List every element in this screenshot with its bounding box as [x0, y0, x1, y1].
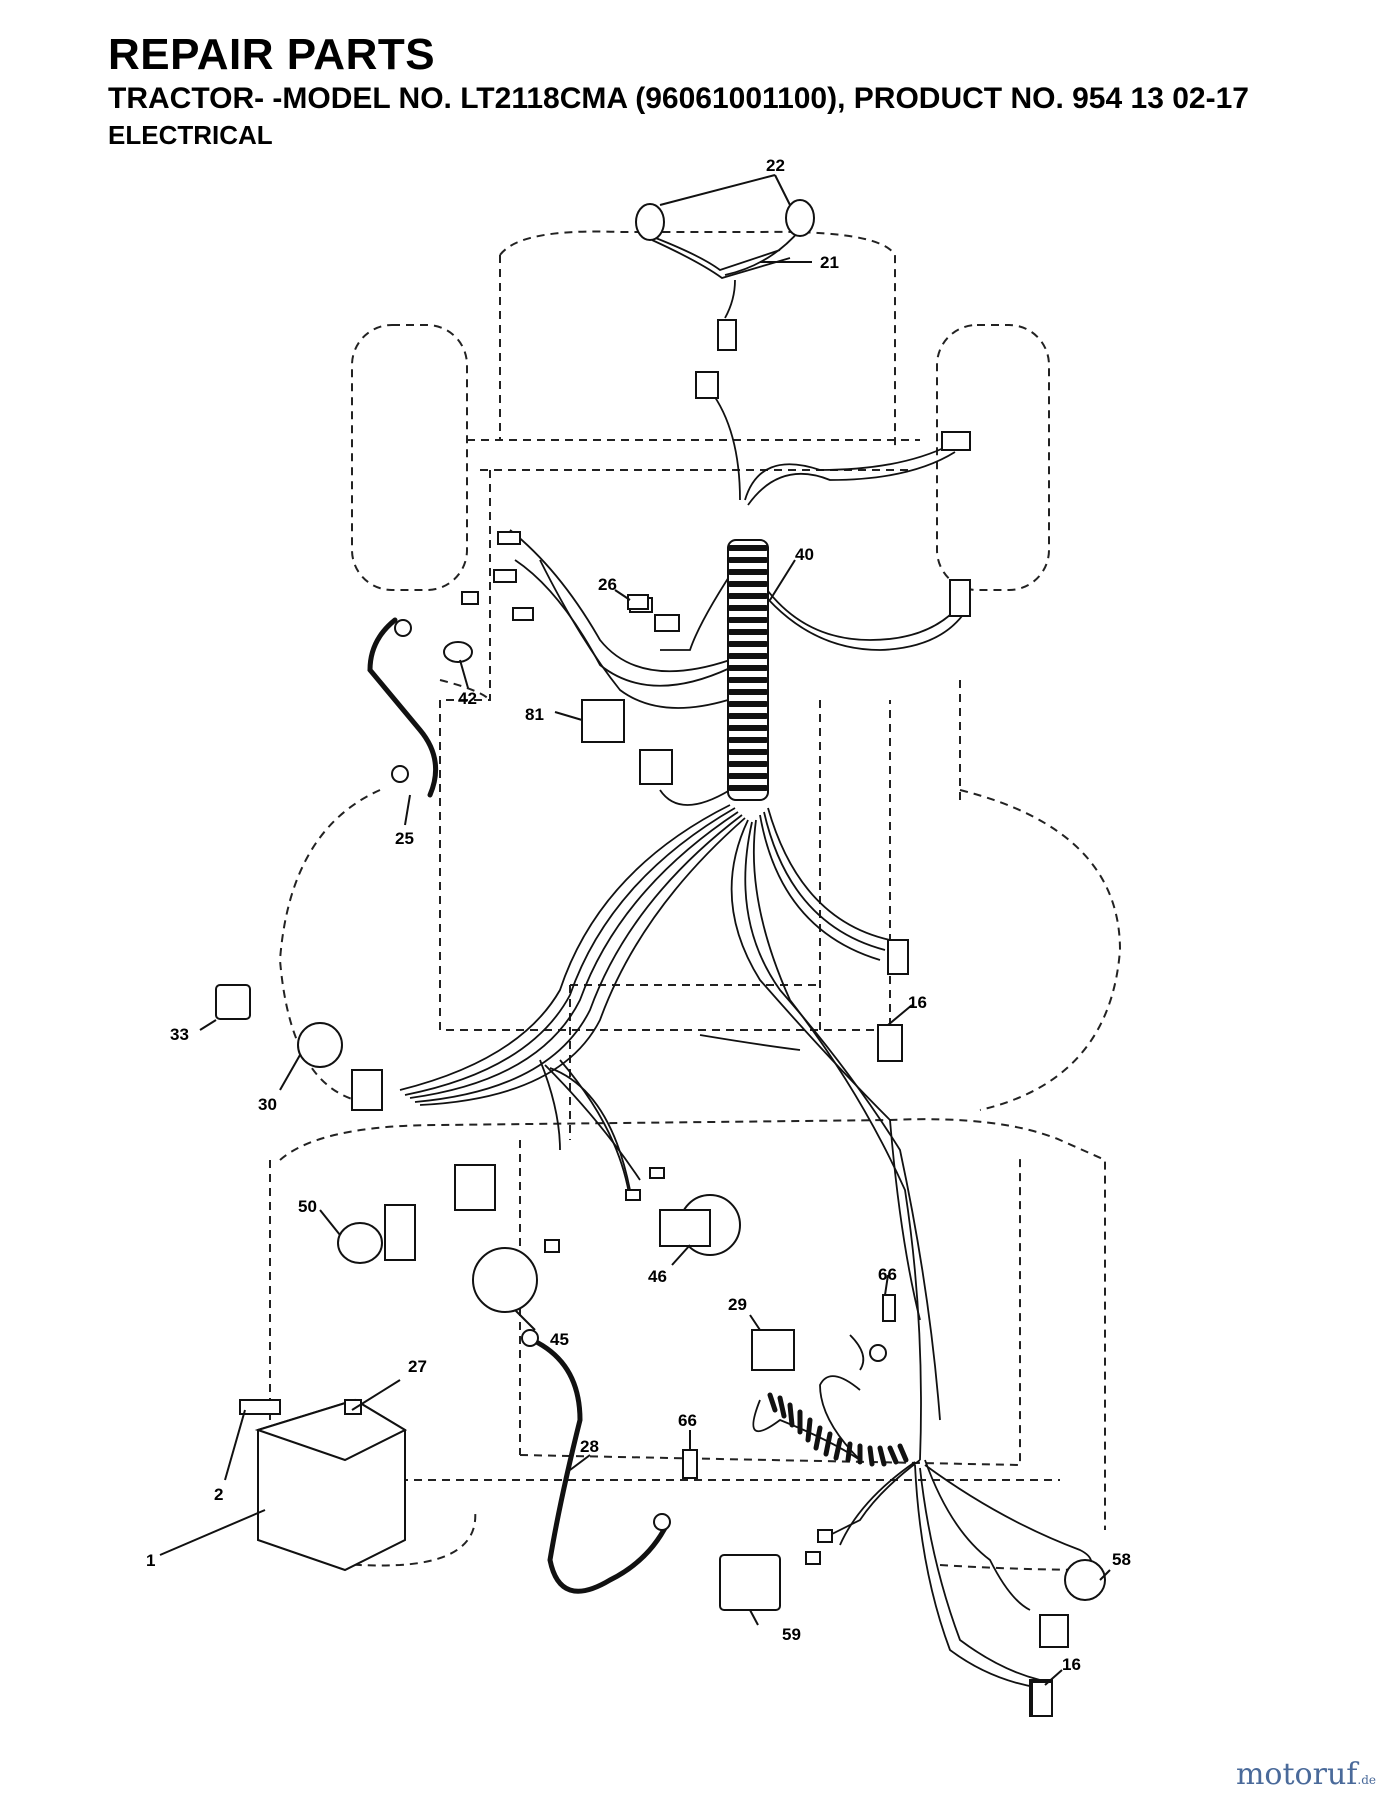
- callout-26: 26: [598, 575, 617, 594]
- callout-45: 45: [550, 1330, 569, 1349]
- watermark-suffix: .de: [1357, 1773, 1376, 1787]
- callout-50: 50: [298, 1197, 317, 1216]
- cable-eyelet: [653, 1513, 671, 1531]
- lower-harness-coil: [767, 1392, 909, 1467]
- relay-socket-16-upper: [877, 1024, 903, 1062]
- leader-lines: [159, 174, 1111, 1686]
- page-title: REPAIR PARTS: [108, 30, 436, 79]
- relay-81: [581, 699, 625, 743]
- fuse-26: [627, 594, 649, 610]
- callout-66-upper: 66: [878, 1265, 897, 1284]
- relay-socket-16-lower: [1031, 1681, 1053, 1717]
- tractor-outline: [269, 230, 1122, 1571]
- callout-30: 30: [258, 1095, 277, 1114]
- callout-25: 25: [395, 829, 414, 848]
- callout-46: 46: [648, 1267, 667, 1286]
- cable-eyelet: [869, 1344, 887, 1362]
- callout-21: 21: [820, 253, 839, 272]
- diagram-header: REPAIR PARTS TRACTOR- -MODEL NO. LT2118C…: [108, 30, 1249, 152]
- callout-59: 59: [782, 1625, 801, 1644]
- screw-66-lower: [682, 1449, 698, 1479]
- battery-cable-28: [525, 1335, 671, 1594]
- connectors: [461, 371, 1069, 1717]
- watermark-brand: motoruf: [1235, 1757, 1358, 1792]
- callout-labels: 22 21 40 26 42 81 25 16 33 30 50 45 46 6…: [146, 156, 1131, 1674]
- callout-16-upper: 16: [908, 993, 927, 1012]
- horn-58: [1064, 1559, 1106, 1601]
- nut-27: [344, 1399, 362, 1415]
- section-label: ELECTRICAL: [108, 120, 273, 150]
- callout-33: 33: [170, 1025, 189, 1044]
- callout-58: 58: [1112, 1550, 1131, 1569]
- screw-66-upper: [882, 1294, 896, 1322]
- cable-eyelet: [391, 765, 409, 783]
- model-subtitle: TRACTOR- -MODEL NO. LT2118CMA (960610011…: [108, 82, 1249, 115]
- ignition-key-33: [215, 984, 251, 1020]
- module-59: [719, 1554, 781, 1611]
- callout-22: 22: [766, 156, 785, 175]
- harness-loom-coil: [727, 539, 769, 801]
- ignition-plug: [351, 1069, 383, 1111]
- callout-29: 29: [728, 1295, 747, 1314]
- callout-16-lower: 16: [1062, 1655, 1081, 1674]
- watermark: motoruf.de: [1236, 1757, 1376, 1792]
- terminal-boot-42: [443, 641, 473, 663]
- wiring-harness: [399, 229, 1093, 1689]
- cable-eyelet: [394, 619, 412, 637]
- ignition-switch-30: [297, 1022, 343, 1068]
- callout-2: 2: [214, 1485, 223, 1504]
- cable-eyelet: [521, 1329, 539, 1347]
- callout-28: 28: [580, 1437, 599, 1456]
- callout-42: 42: [458, 689, 477, 708]
- callout-81: 81: [525, 705, 544, 724]
- switch-knob-50: [337, 1222, 383, 1264]
- hour-meter-body: [659, 1209, 711, 1247]
- battery-top: [254, 1398, 408, 1462]
- ammeter-45: [472, 1247, 538, 1313]
- switch-50: [384, 1204, 416, 1261]
- callout-66-lower: 66: [678, 1411, 697, 1430]
- seat-switch-29: [751, 1329, 795, 1371]
- callout-27: 27: [408, 1357, 427, 1376]
- bolt-2: [239, 1399, 281, 1415]
- callout-1: 1: [146, 1551, 155, 1570]
- connector-block: [454, 1164, 496, 1211]
- headlight-assembly: [635, 199, 815, 351]
- callout-40: 40: [795, 545, 814, 564]
- ground-cable-25: [367, 617, 439, 798]
